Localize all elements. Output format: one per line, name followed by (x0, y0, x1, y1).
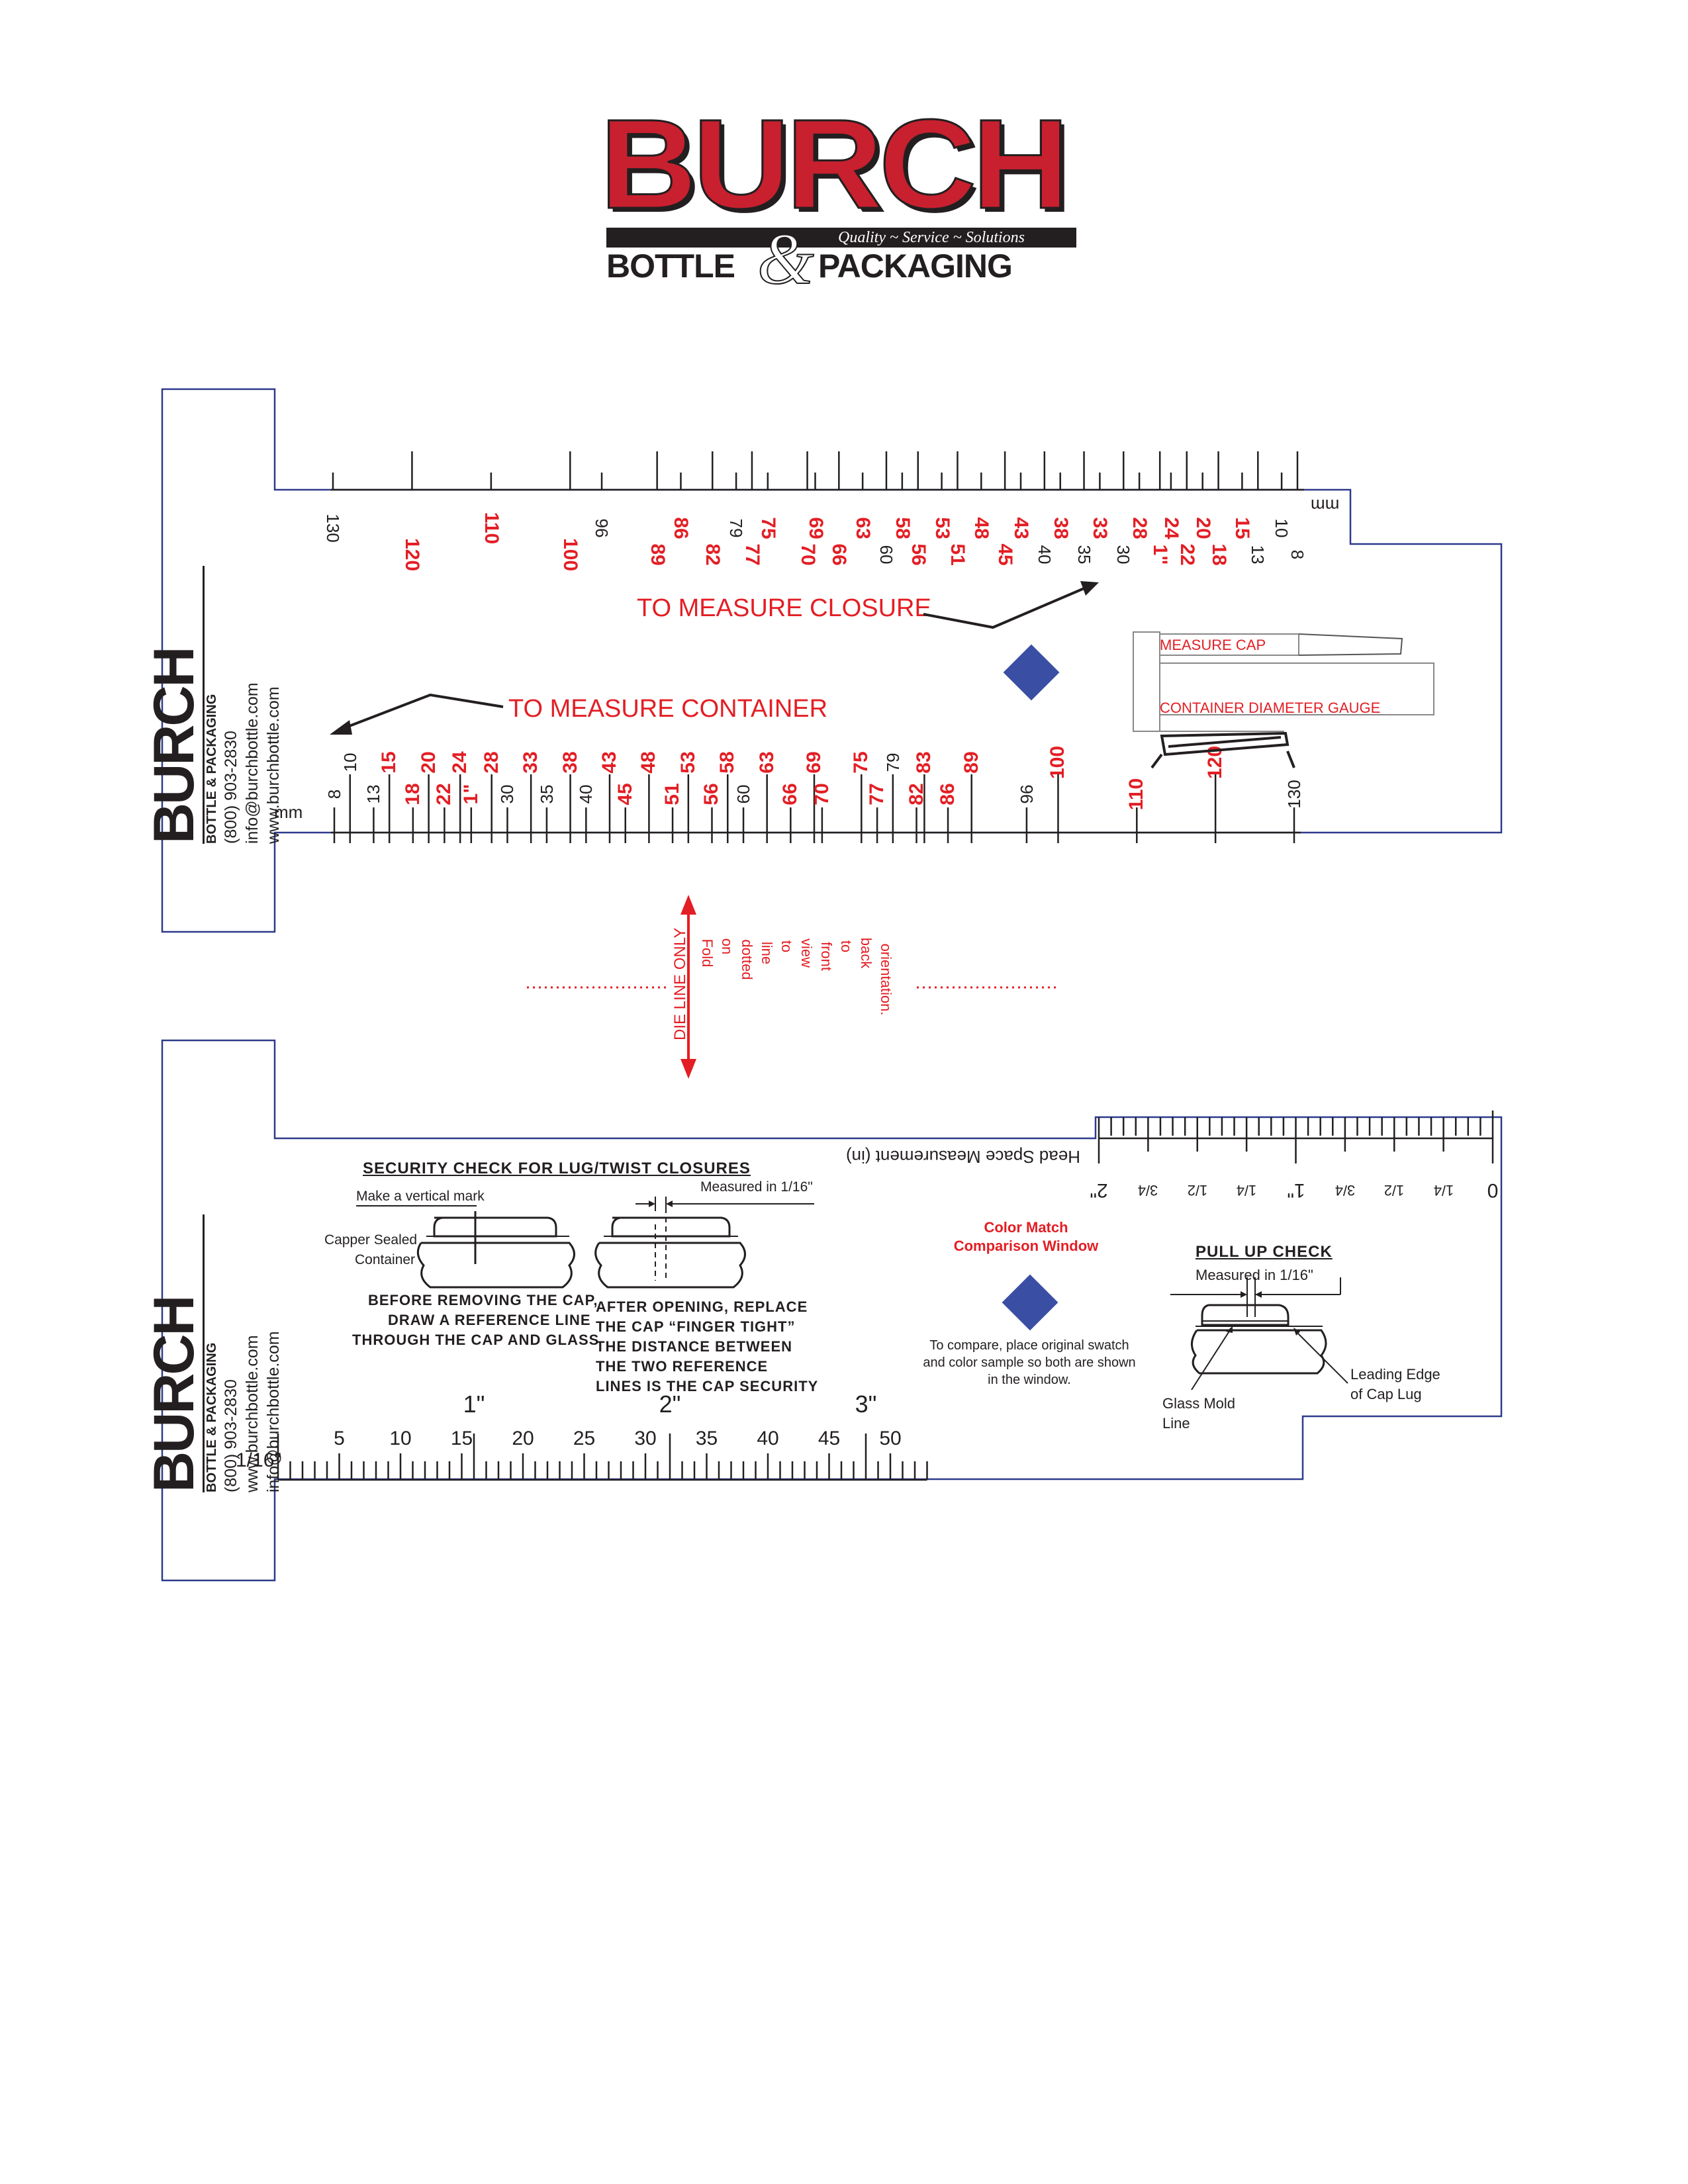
measure-closure-label: TO MEASURE CLOSURE (637, 594, 931, 622)
inch-label: 3" (855, 1390, 877, 1418)
sixteenth-label: 40 (757, 1428, 779, 1449)
compare-note-1: To compare, place original swatch (929, 1338, 1129, 1353)
back-card-outline (161, 1039, 1503, 1582)
sixteenth-label: 35 (695, 1428, 718, 1449)
leading-edge-2: of Cap Lug (1350, 1386, 1422, 1402)
sixteenth-label: 45 (818, 1428, 841, 1449)
before-text-2: DRAW A REFERENCE LINE (388, 1312, 591, 1328)
glass-mold-2: Line (1162, 1415, 1190, 1432)
sixteenth-label: 20 (512, 1428, 534, 1449)
before-text-1: BEFORE REMOVING THE CAP, (368, 1292, 598, 1308)
logo-burch: BURCH (598, 93, 1070, 235)
container-arrow (330, 693, 504, 735)
container-note: Container (355, 1252, 416, 1267)
after-text-2: THE CAP “FINGER TIGHT” (596, 1318, 796, 1335)
measure-container-label: TO MEASURE CONTAINER (508, 695, 828, 723)
sixteenth-scale-ticks (277, 1433, 928, 1481)
logo-packaging: PACKAGING (818, 248, 1013, 285)
color-match-title-1: Color Match (984, 1219, 1068, 1236)
leading-edge-1: Leading Edge (1350, 1366, 1440, 1383)
color-match-title-2: Comparison Window (953, 1238, 1099, 1254)
glass-mold-1: Glass Mold (1162, 1395, 1236, 1412)
sixteenth-label: 5 (334, 1428, 345, 1449)
before-text-3: THROUGH THE CAP AND GLASS (352, 1332, 600, 1348)
sixteenth-unit: 1/16" (236, 1449, 282, 1471)
after-text-1: AFTER OPENING, REPLACE (596, 1298, 808, 1315)
front-unit-bottom: mm (274, 802, 303, 822)
make-mark-note: Make a vertical mark (356, 1189, 485, 1204)
compare-note-3: in the window. (988, 1373, 1071, 1387)
fold-graphic (527, 895, 1056, 1079)
after-text-4: THE TWO REFERENCE (596, 1358, 769, 1375)
cap-gauge-graphic (1133, 631, 1434, 769)
tagline-bar (606, 228, 1076, 248)
bottom-scale-ticks (331, 774, 1301, 843)
sixteenth-scale: 5 10 15 20 25 30 35 40 45 50 1" 2" 3" (277, 1390, 928, 1481)
measure-cap-label: MEASURE CAP (1160, 637, 1266, 653)
after-text-3: THE DISTANCE BETWEEN (596, 1338, 793, 1355)
inch-label: 2" (659, 1390, 681, 1418)
security-title: SECURITY CHECK FOR LUG/TWIST CLOSURES (363, 1160, 751, 1177)
container-gauge-label: CONTAINER DIAMETER GAUGE (1160, 700, 1381, 716)
sixteenth-label: 30 (634, 1428, 657, 1449)
pullup-title: PULL UP CHECK (1196, 1243, 1333, 1261)
logo-bottle: BOTTLE (606, 248, 735, 285)
after-text-5: LINES IS THE CAP SECURITY (596, 1378, 819, 1394)
sixteenth-label: 50 (879, 1428, 902, 1449)
security-illustrations (356, 1197, 1348, 1390)
closure-arrow (923, 581, 1099, 629)
front-card-outline (161, 388, 1503, 933)
sixteenth-label: 25 (573, 1428, 596, 1449)
sixteenth-label: 10 (389, 1428, 412, 1449)
logo-ampersand: & (757, 218, 815, 299)
compare-note-2: and color sample so both are shown (923, 1355, 1136, 1370)
logo-tagline: Quality ~ Service ~ Solutions (838, 229, 1025, 246)
inch-label: 1" (463, 1390, 485, 1418)
capper-sealed-note: Capper Sealed (324, 1232, 418, 1248)
top-scale-ticks (331, 451, 1304, 491)
measured-note-2: Measured in 1/16" (1196, 1267, 1313, 1283)
sixteenth-label: 15 (450, 1428, 473, 1449)
head-scale-ticks (1098, 1111, 1494, 1163)
header-logo: BURCH BURCH Quality ~ Service ~ Solution… (598, 97, 1083, 296)
logo-burch-shadow: BURCH (604, 97, 1073, 239)
measured-note-1: Measured in 1/16" (700, 1179, 813, 1195)
